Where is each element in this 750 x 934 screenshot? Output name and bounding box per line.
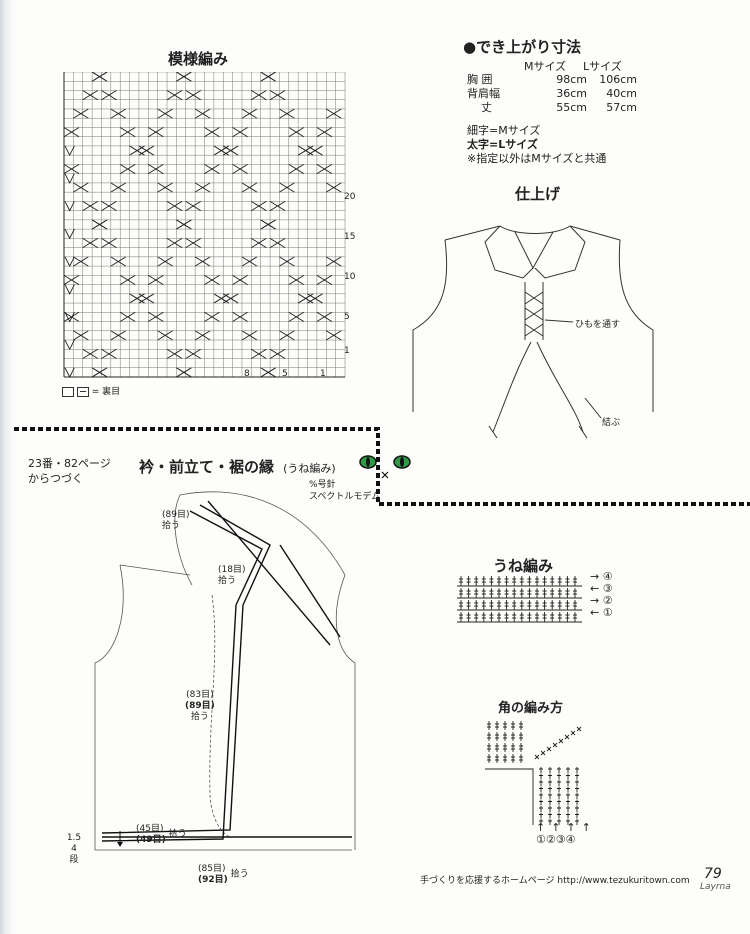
size-row-m: 36cm (556, 87, 587, 100)
tie-label: 結ぶ (602, 418, 621, 428)
bottom-action: 拾う (230, 869, 249, 880)
stitch-number-1: 1 (320, 369, 326, 379)
edging-title: 衿・前立て・裾の縁 (139, 458, 275, 476)
dotted-divider (14, 427, 750, 506)
finished-vest-illustration (412, 225, 654, 439)
size-table: 胸 囲 98cm 106cm 背肩幅 36cm 40cm 丈 55cm 57cm (467, 73, 637, 115)
size-row-label: 背肩幅 (467, 87, 500, 100)
page-number: 79 (704, 866, 722, 882)
size-header-m: Mサイズ (524, 60, 567, 73)
vest-edging-diagram (94, 491, 356, 851)
collar-count: (89目) 拾う (162, 510, 189, 532)
collar-action: 拾う (162, 521, 181, 531)
une-row-3: ← ③ (590, 582, 613, 595)
yarn-name: スペクトルモデム (309, 492, 381, 502)
side-rows: 1.5 4 段 (66, 833, 82, 866)
hem-count-m: (45目) (136, 824, 164, 834)
collar-count-m: (89目) (162, 510, 190, 520)
lapel-count: (18目) 拾う (218, 565, 245, 587)
une-chart (457, 576, 582, 623)
pattern-title: 模様編み (168, 50, 229, 68)
size-row-m: 98cm (556, 73, 587, 86)
size-notes: 細字=Mサイズ 太字=Lサイズ ※指定以外はMサイズと共通 (467, 124, 606, 166)
une-title: うね編み (493, 557, 554, 575)
cord-label: ひもを通す (575, 320, 621, 330)
cat-face-icon (359, 455, 411, 479)
brand-name: Layrna (700, 882, 731, 892)
bottom-count: (85目) (92目) 拾う (198, 864, 249, 886)
row-number-5: 5 (344, 312, 350, 322)
row-number-10: 10 (344, 272, 356, 282)
corner-arrows: ↑↑↑↑ ①②③④ (536, 822, 597, 846)
side-rows-unit: 段 (69, 855, 79, 865)
stitch-number-5: 5 (282, 369, 288, 379)
lapel-action: 拾う (218, 576, 237, 586)
size-row: 丈 55cm 57cm (467, 101, 637, 115)
hem-action: 拾う (168, 829, 187, 840)
finished-size-title: ●でき上がり寸法 (463, 38, 582, 56)
size-row-label: 胸 囲 (467, 73, 493, 86)
hem-count-l: (49目) (136, 835, 166, 845)
front-action: 拾う (190, 712, 209, 722)
size-row-l: 40cm (606, 87, 637, 100)
hem-count: (45目) (49目) 拾う (136, 824, 187, 846)
une-row-4: → ④ (590, 570, 613, 583)
corner-title: 角の編み方 (498, 701, 564, 716)
row-number-1: 1 (344, 346, 350, 356)
row-number-15: 15 (344, 232, 356, 242)
page-spine (0, 0, 14, 934)
side-rows-mid: 4 (71, 844, 77, 854)
front-count-m: (83目) (186, 690, 214, 700)
corner-chart (485, 721, 582, 825)
front-count-l: (89目) (185, 701, 215, 711)
finish-title: 仕上げ (515, 185, 561, 203)
corner-numbers: ①②③④ (536, 833, 576, 846)
corner-up-arrows: ↑↑↑↑ (536, 821, 597, 834)
legend-text: = 裏目 (91, 387, 121, 397)
size-row-l: 57cm (606, 101, 637, 114)
une-row-2: → ② (590, 594, 613, 607)
pattern-chart (63, 72, 346, 378)
une-row-1: ← ① (590, 606, 613, 619)
legend-empty-box-icon (62, 386, 74, 397)
size-row-label: 丈 (481, 101, 492, 114)
lapel-count-m: (18目) (218, 565, 246, 575)
bottom-count-l: (92目) (198, 875, 228, 885)
size-row-l: 106cm (599, 73, 637, 86)
size-row: 背肩幅 36cm 40cm (467, 87, 637, 101)
note-bold: 太字=Lサイズ (467, 138, 538, 151)
size-header-l: Lサイズ (583, 60, 622, 73)
edging-title-row: 衿・前立て・裾の縁 (うね編み) (139, 456, 336, 477)
note-common: ※指定以外はMサイズと共通 (467, 152, 607, 165)
row-number-20: 20 (344, 192, 356, 202)
une-row-labels: → ④ ← ③ → ② ← ① (590, 571, 613, 619)
edging-materials: %号針 スペクトルモデム (309, 479, 380, 503)
legend-purl-box-icon (76, 386, 89, 397)
continue-line-1: 23番・82ページ (28, 457, 111, 470)
size-row: 胸 囲 98cm 106cm (467, 73, 637, 87)
hook-size: %号針 (309, 480, 336, 490)
front-count: (83目) (89目) 拾う (185, 690, 215, 723)
footer-url-text: 手づくりを応援するホームページ http://www.tezukuritown.… (420, 876, 690, 886)
continue-line-2: からつづく (28, 472, 83, 485)
note-thin: 細字=Mサイズ (467, 124, 541, 137)
bottom-count-m: (85目) (198, 864, 226, 874)
stitch-number-8: 8 (244, 369, 250, 379)
edging-subtitle: (うね編み) (283, 462, 336, 475)
legend: = 裏目 (62, 384, 120, 397)
continue-note: 23番・82ページ からつづく (28, 456, 111, 486)
size-row-m: 55cm (556, 101, 587, 114)
side-rows-top: 1.5 (66, 833, 82, 843)
